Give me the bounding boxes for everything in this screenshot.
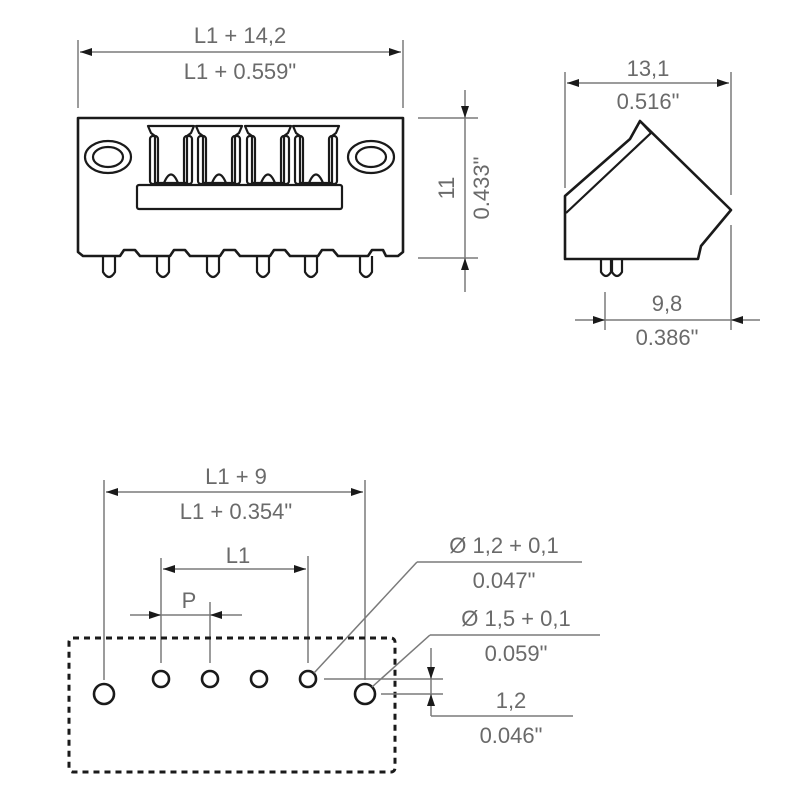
fixing-hole-left (92, 682, 116, 706)
connector-housing (76, 116, 405, 258)
hole-offset-imperial: 0.046" (480, 723, 543, 748)
signal-hole-3 (249, 669, 269, 689)
side-latch (565, 119, 653, 214)
pcb-layout: L1 + 9 L1 + 0.354" L1 P (67, 464, 600, 774)
side-pin-offset-dimension: 9,8 0.386" (575, 291, 760, 350)
signal-hole-metric: Ø 1,2 + 0,1 (449, 533, 558, 558)
side-pins (599, 259, 624, 278)
fixing-hole-callout: Ø 1,5 + 0,1 0.059" (371, 606, 600, 688)
signal-hole-callout: Ø 1,2 + 0,1 0.047" (313, 533, 582, 674)
right-mounting-flange (346, 139, 396, 175)
pcb-pitch-label: P (182, 588, 197, 613)
front-height-dimension: 11 0.433" (418, 90, 494, 292)
signal-hole-2 (200, 669, 220, 689)
pole-cage-3 (243, 124, 293, 186)
hole-offset-metric: 1,2 (496, 688, 527, 713)
side-view: 13,1 0.516" 9,8 0.386" (563, 56, 760, 350)
pcb-l1-label: L1 (226, 543, 250, 568)
connector-bar (135, 183, 344, 211)
left-mounting-flange (83, 139, 133, 175)
front-width-metric: L1 + 14,2 (194, 23, 286, 48)
signal-hole-4 (298, 669, 318, 689)
side-offset-metric: 9,8 (652, 291, 683, 316)
fixing-hole-imperial: 0.059" (485, 641, 548, 666)
pcb-l1-dimension: L1 (160, 543, 309, 663)
pcb-footprint-outline (67, 636, 397, 774)
front-height-metric: 11 (434, 177, 459, 200)
side-depth-metric: 13,1 (627, 56, 670, 81)
hole-offset-dimension: 1,2 0.046" (324, 648, 573, 748)
pole-cages (146, 124, 341, 186)
fixing-hole-metric: Ø 1,5 + 0,1 (461, 606, 570, 631)
pcb-overall-metric: L1 + 9 (205, 464, 267, 489)
pcb-holes (92, 669, 377, 706)
front-view: L1 + 14,2 L1 + 0.559" (76, 23, 494, 292)
pcb-pitch-dimension: P (130, 588, 242, 663)
pcb-overall-dimension: L1 + 9 L1 + 0.354" (103, 464, 366, 680)
front-width-dimension: L1 + 14,2 L1 + 0.559" (77, 23, 404, 108)
signal-hole-1 (151, 669, 171, 689)
side-depth-imperial: 0.516" (617, 89, 680, 114)
pcb-overall-imperial: L1 + 0.354" (180, 499, 292, 524)
side-offset-imperial: 0.386" (636, 325, 699, 350)
side-housing (563, 119, 733, 261)
front-width-imperial: L1 + 0.559" (184, 59, 296, 84)
fixing-hole-right (353, 682, 377, 706)
signal-hole-imperial: 0.047" (473, 568, 536, 593)
side-depth-dimension: 13,1 0.516" (564, 56, 732, 330)
solder-pins (101, 256, 374, 279)
front-height-imperial: 0.433" (469, 157, 494, 220)
